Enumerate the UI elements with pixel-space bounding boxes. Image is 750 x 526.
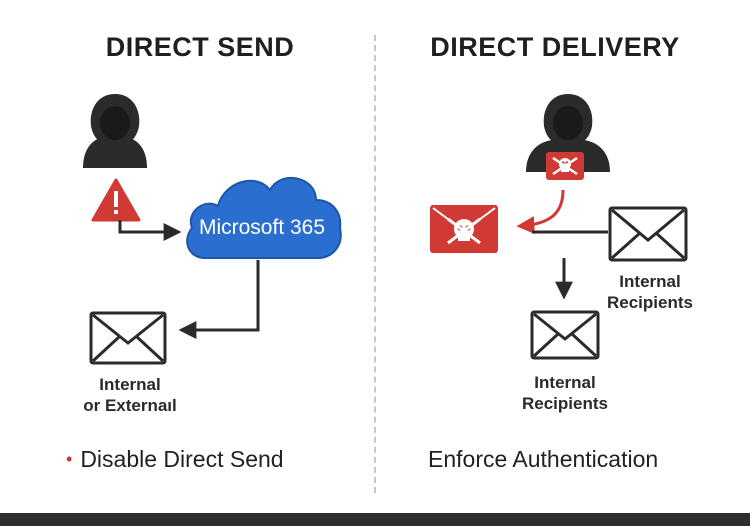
cloud-label: Microsoft 365: [199, 216, 325, 239]
warning-icon: [91, 178, 141, 222]
right-recipient-a-line2: Recipients: [607, 293, 693, 312]
arrow-red-attack: [516, 189, 565, 235]
envelope-icon: [530, 310, 600, 360]
arrow-to-cloud: [118, 220, 182, 241]
footer-bullet: •: [66, 449, 73, 469]
right-recipient-b-line2: Recipients: [522, 394, 608, 413]
right-recipient-label-a: Internal Recipients: [590, 271, 710, 313]
panel-divider: [374, 35, 376, 493]
left-recipient-line1: Internal: [99, 375, 161, 394]
cloud-icon: [186, 176, 342, 259]
bottom-bar: [0, 513, 750, 526]
envelope-icon: [608, 206, 688, 262]
right-title: DIRECT DELIVERY: [430, 32, 680, 62]
right-footer: Enforce Authentication: [428, 446, 658, 473]
left-recipient-label: Internal or Externaıl: [60, 374, 200, 416]
left-title: DIRECT SEND: [105, 32, 295, 62]
hacker-icon: [83, 94, 147, 168]
envelope-icon: [89, 311, 167, 365]
right-recipient-a-line1: Internal: [619, 272, 681, 291]
arrow-to-envelope: [178, 260, 260, 339]
left-footer: • Disable Direct Send: [66, 446, 284, 473]
right-recipient-label-b: Internal Recipients: [505, 372, 625, 414]
left-footer-text: Disable Direct Send: [80, 446, 284, 472]
right-recipient-b-line1: Internal: [534, 373, 596, 392]
skull-envelope-icon: [430, 205, 498, 253]
left-recipient-line2: or Externaıl: [83, 396, 177, 415]
skull-envelope-icon: [546, 152, 584, 180]
right-footer-text: Enforce Authentication: [428, 446, 659, 472]
